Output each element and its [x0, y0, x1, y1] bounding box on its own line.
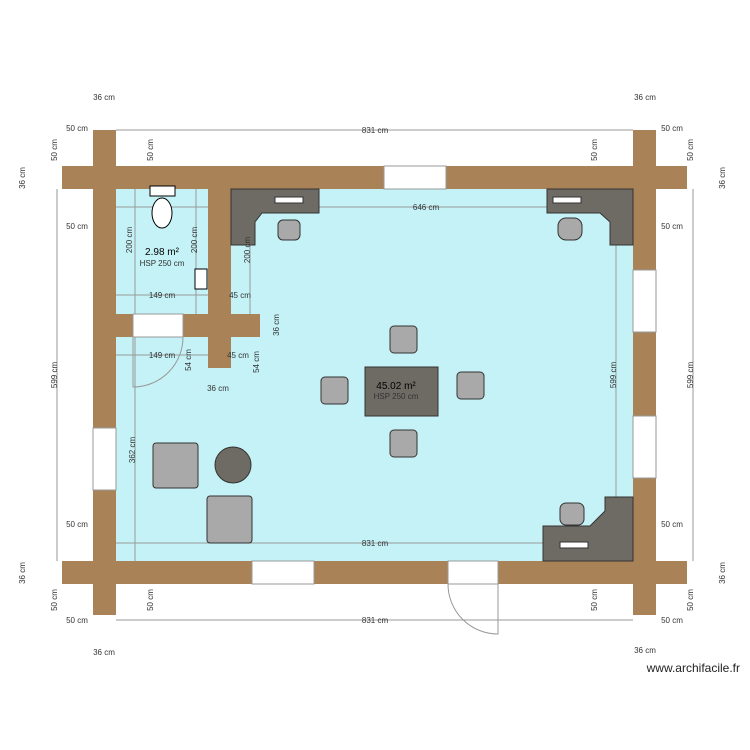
dimension-label: 646 cm	[413, 203, 440, 212]
dimension-label: 831 cm	[362, 126, 389, 135]
chair-west	[320, 376, 349, 405]
sink	[194, 268, 208, 290]
dimension-label: 50 cm	[590, 139, 599, 161]
dimension-label: 36 cm	[718, 167, 727, 189]
door-entrance[interactable]	[447, 560, 499, 585]
dimension-label: 50 cm	[50, 589, 59, 611]
dimension-label: 149 cm	[149, 291, 176, 300]
dimension-label: 45 cm	[227, 351, 249, 360]
dimension-label: 200 cm	[125, 227, 134, 254]
dimension-label: 45 cm	[229, 291, 251, 300]
round-table	[214, 446, 252, 484]
dimension-label: 50 cm	[661, 222, 683, 231]
room-height-main: HSP 250 cm	[374, 392, 419, 401]
window-right-2	[632, 415, 657, 479]
dimension-label: 362 cm	[128, 437, 137, 464]
dimension-label: 36 cm	[18, 167, 27, 189]
window-left	[92, 427, 117, 491]
dimension-label: 36 cm	[718, 562, 727, 584]
dimension-label: 50 cm	[661, 124, 683, 133]
toilet-tank	[149, 185, 176, 197]
room-area-main: 45.02 m²	[376, 381, 416, 392]
armchair-2	[206, 495, 253, 544]
dimension-label: 831 cm	[362, 616, 389, 625]
window-right-1	[632, 269, 657, 333]
meeting-table	[364, 366, 439, 417]
toilet-bowl	[151, 197, 173, 229]
dimension-label: 36 cm	[18, 562, 27, 584]
dimension-label: 36 cm	[93, 93, 115, 102]
dimension-label: 50 cm	[66, 616, 88, 625]
window-bottom	[251, 560, 315, 585]
dimension-label: 50 cm	[686, 139, 695, 161]
dimension-label: 50 cm	[66, 222, 88, 231]
room-height-bathroom: HSP 250 cm	[140, 259, 185, 268]
chair-desk-top-right	[557, 217, 583, 241]
dimension-label: 50 cm	[686, 589, 695, 611]
dimension-label: 149 cm	[149, 351, 176, 360]
dimension-label: 36 cm	[207, 384, 229, 393]
walls	[62, 130, 687, 615]
chair-north	[389, 325, 418, 354]
chair-south	[389, 429, 418, 458]
dimension-label: 200 cm	[243, 237, 252, 264]
dimension-label: 50 cm	[661, 616, 683, 625]
chair-east	[456, 371, 485, 400]
dimension-label: 54 cm	[252, 351, 261, 373]
keyboard	[552, 196, 582, 204]
room-area-bathroom: 2.98 m²	[145, 247, 180, 258]
dimension-label: 50 cm	[66, 124, 88, 133]
dimension-label: 50 cm	[661, 520, 683, 529]
dimension-label: 36 cm	[634, 93, 656, 102]
dimension-label: 599 cm	[50, 362, 59, 389]
door-swing-bathroom	[132, 336, 184, 388]
dimension-label: 36 cm	[634, 646, 656, 655]
armchair-1	[152, 442, 199, 489]
dimension-label: 50 cm	[146, 139, 155, 161]
window-top	[383, 165, 447, 190]
dimension-label: 54 cm	[184, 349, 193, 371]
dimension-label: 831 cm	[362, 539, 389, 548]
keyboard	[274, 196, 304, 204]
dimension-label: 50 cm	[590, 589, 599, 611]
door-bathroom[interactable]	[132, 313, 184, 338]
dimension-label: 200 cm	[190, 227, 199, 254]
dimension-label: 36 cm	[93, 648, 115, 657]
watermark: www.archifacile.fr	[646, 661, 740, 675]
keyboard	[559, 541, 589, 549]
dimension-label: 50 cm	[50, 139, 59, 161]
dimension-label: 50 cm	[146, 589, 155, 611]
dimension-label: 599 cm	[686, 362, 695, 389]
chair-desk-bottom-right	[559, 502, 585, 526]
dimension-label: 36 cm	[272, 314, 281, 336]
windows[interactable]	[92, 165, 657, 585]
door-swing-entrance	[447, 583, 499, 635]
dimension-label: 50 cm	[66, 520, 88, 529]
chair-desk-top-left	[277, 219, 301, 241]
dimension-label: 599 cm	[609, 362, 618, 389]
